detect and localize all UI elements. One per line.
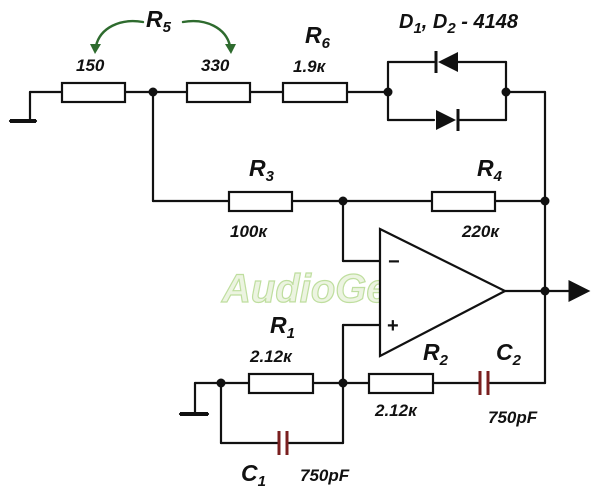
r1-value: 2.12к xyxy=(249,347,293,366)
diode-d2 xyxy=(436,109,460,131)
opamp-plus-sign: + xyxy=(387,315,399,337)
r5-right-arrow-icon xyxy=(181,19,236,54)
diodes-label: D1, D2 - 4148 xyxy=(399,11,519,37)
r4-label: R4 xyxy=(477,155,503,185)
c2-capacitor xyxy=(478,371,490,395)
r5-right-resistor xyxy=(185,81,252,104)
r5-label: R5 xyxy=(146,6,172,36)
r4-resistor xyxy=(430,190,497,213)
c2-label: C2 xyxy=(496,339,522,369)
r5-left-resistor xyxy=(60,81,127,104)
r6-label: R6 xyxy=(305,22,331,52)
diode-d1 xyxy=(434,51,458,73)
r5-left-arrow-icon xyxy=(90,19,145,54)
r3-resistor xyxy=(227,190,294,213)
r6-resistor xyxy=(281,81,349,104)
r2-value: 2.12к xyxy=(374,401,418,420)
r3-label: R3 xyxy=(249,155,275,185)
r1-label: R1 xyxy=(270,312,295,342)
r2-resistor xyxy=(367,372,435,395)
c1-label: C1 xyxy=(241,460,266,490)
c1-value: 750pF xyxy=(300,466,350,485)
r5-left-value: 150 xyxy=(76,56,105,75)
r5-right-value: 330 xyxy=(201,56,230,75)
junctions xyxy=(148,87,550,388)
r4-value: 220к xyxy=(461,222,500,241)
opamp-minus-sign: − xyxy=(388,251,400,273)
r3-value: 100к xyxy=(230,222,268,241)
r2-label: R2 xyxy=(423,339,449,369)
c1-capacitor xyxy=(277,431,289,455)
r1-resistor xyxy=(247,372,315,395)
r6-value: 1.9к xyxy=(293,57,327,76)
opamp-triangle xyxy=(378,227,508,358)
c2-value: 750pF xyxy=(488,408,538,427)
